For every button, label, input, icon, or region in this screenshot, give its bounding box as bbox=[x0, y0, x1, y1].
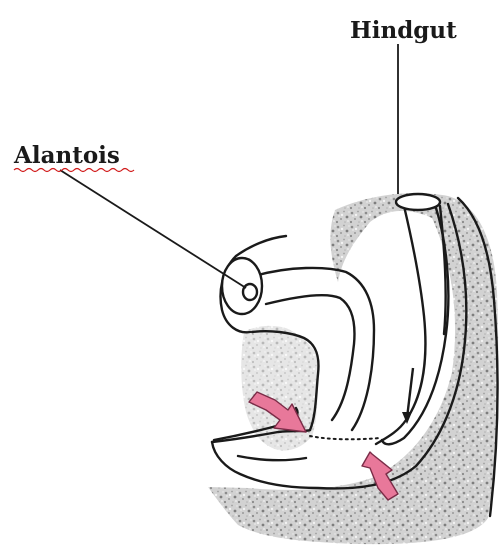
alantois-label: Alantois bbox=[13, 142, 120, 169]
hindgut-opening bbox=[396, 194, 440, 210]
hindgut-label: Hindgut bbox=[350, 17, 457, 44]
cloacal-membrane-dotted bbox=[310, 436, 380, 439]
alantois-leader-line bbox=[60, 170, 246, 288]
black-arrow-icon bbox=[402, 368, 413, 424]
hindgut-tube-left-wall bbox=[376, 206, 425, 444]
hindgut-inner-wall bbox=[382, 208, 448, 444]
allantois-lower-curve bbox=[238, 456, 306, 460]
